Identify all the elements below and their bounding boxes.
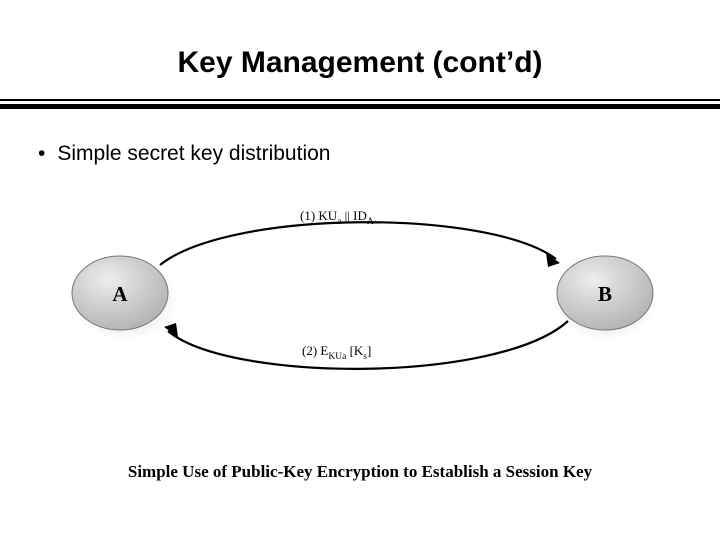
- divider-line-thick: [0, 104, 720, 109]
- message-1-sub2: A: [367, 217, 374, 227]
- arrow-b-to-a-head: [164, 323, 178, 337]
- message-1-label: (1) KUa || IDA: [300, 208, 374, 227]
- message-2-suffix: ]: [367, 343, 371, 358]
- bullet-item: • Simple secret key distribution: [38, 142, 330, 166]
- svg-text:(1) KUa || IDA: (1) KUa || IDA: [300, 208, 374, 227]
- diagram-caption: Simple Use of Public-Key Encryption to E…: [127, 462, 593, 481]
- message-2-sub2: s: [363, 352, 367, 362]
- node-b-label: B: [598, 282, 612, 306]
- message-2-sub1: KUa: [328, 352, 347, 362]
- bullet-marker-icon: •: [38, 142, 46, 165]
- node-a-label: A: [112, 282, 128, 306]
- message-2-mid: [K: [346, 343, 364, 358]
- message-2-prefix: (2) E: [302, 343, 328, 358]
- message-1-prefix: (1) KU: [300, 208, 338, 223]
- bullet-item-label: Simple secret key distribution: [57, 142, 331, 165]
- key-exchange-diagram: A B (1) KUa || IDA (2) EKUa [Ks]: [60, 195, 670, 505]
- node-b-circle: [556, 255, 654, 331]
- divider-line-thin: [0, 99, 720, 101]
- node-a-circle: [71, 255, 169, 331]
- message-2-label: (2) EKUa [Ks]: [302, 343, 371, 362]
- arrow-a-to-b-head: [546, 253, 560, 267]
- title-divider: [0, 99, 720, 109]
- divider-gap: [0, 101, 720, 104]
- page-title: Key Management (cont’d): [177, 46, 543, 79]
- arrow-a-to-b: [159, 221, 557, 266]
- svg-text:(2) EKUa [Ks]: (2) EKUa [Ks]: [302, 343, 371, 362]
- arrow-b-to-a: [167, 320, 569, 370]
- message-1-sub1: a: [337, 217, 342, 227]
- message-1-mid: || ID: [341, 208, 366, 223]
